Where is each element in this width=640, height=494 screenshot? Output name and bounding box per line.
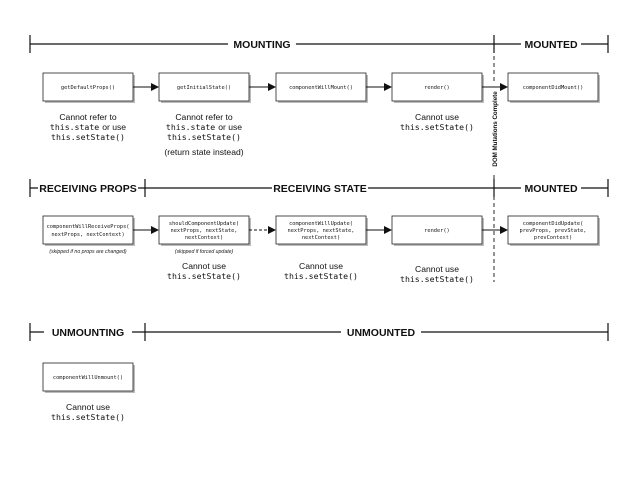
box-component-did-update	[507, 215, 599, 245]
box-component-will-mount-text: componentWillMount()	[289, 85, 353, 91]
box-cwun-text: componentWillUnmount()	[53, 375, 123, 381]
box-render-1-text: render()	[424, 85, 450, 91]
box-component-will-receive-props	[42, 215, 134, 245]
section-label-mounting: MOUNTING	[233, 39, 290, 51]
note-r1-0-line3: this.setState()	[51, 132, 125, 142]
box-component-did-mount	[507, 72, 599, 102]
row2-notes: (skipped if no props are changed) (skipp…	[49, 249, 474, 284]
section-label-unmounting: UNMOUNTING	[52, 327, 124, 339]
caption-cwrp: (skipped if no props are changed)	[49, 249, 127, 255]
note-r1-2-line1: Cannot use	[415, 112, 459, 122]
note-r1-2-line2: this.setState()	[400, 122, 474, 132]
box-component-will-mount	[275, 72, 367, 102]
box-scu-line2: nextProps, nextState,	[171, 228, 238, 234]
row2-boxes: componentWillReceiveProps( nextProps, ne…	[42, 215, 600, 246]
note-r2-2-line1: Cannot use	[415, 264, 459, 274]
section-label-receiving-props: RECEIVING PROPS	[39, 183, 136, 195]
box-cwrp-line1: componentWillReceiveProps(	[47, 224, 130, 230]
note-r2-1-line2: this.setState()	[284, 271, 358, 281]
box-cdu-line1: componentDidUpdate(	[523, 221, 584, 227]
box-cdu-line2: prevProps, prevState,	[520, 228, 587, 234]
note-r1-1-extra: (return state instead)	[164, 147, 243, 157]
box-render-1	[391, 72, 483, 102]
note-r2-1-line1: Cannot use	[299, 261, 343, 271]
note-r2-0-line1: Cannot use	[182, 261, 226, 271]
section-label-receiving-state: RECEIVING STATE	[273, 183, 367, 195]
box-cwu-line3: nextContext)	[302, 235, 340, 241]
timeline-mounting	[29, 35, 609, 53]
box-cwrp-line2: nextProps, nextContext)	[51, 232, 124, 238]
note-r3-0-line2: this.setState()	[51, 412, 125, 422]
box-component-will-update	[275, 215, 367, 245]
note-r2-2-line2: this.setState()	[400, 274, 474, 284]
row3-notes: Cannot use this.setState()	[51, 402, 125, 422]
box-cwu-line2: nextProps, nextState,	[288, 228, 355, 234]
box-cdu-line3: prevContext)	[534, 235, 572, 241]
box-render-2-text: render()	[424, 228, 450, 234]
note-r1-0-line1: Cannot refer to	[59, 112, 117, 122]
section-label-mounted: MOUNTED	[524, 39, 577, 51]
note-r2-0-line2: this.setState()	[167, 271, 241, 281]
row3-boxes: componentWillUnmount()	[42, 362, 135, 393]
box-scu-line3: nextContext)	[185, 235, 223, 241]
box-scu-line1: shouldComponentUpdate(	[169, 221, 239, 227]
box-get-default-props-text: getDefaultProps()	[61, 85, 115, 91]
row1-boxes: getDefaultProps() getInitialState() comp…	[42, 72, 600, 103]
box-should-component-update	[158, 215, 250, 245]
section-label-unmounted: UNMOUNTED	[347, 327, 416, 339]
box-cwu-line1: componentWillUpdate(	[289, 221, 353, 227]
section-label-mounted-2: MOUNTED	[524, 183, 577, 195]
note-r1-1-line1: Cannot refer to	[175, 112, 233, 122]
box-get-initial-state-text: getInitialState()	[177, 85, 231, 91]
dom-mutations-label: DOM Mutations Complete	[492, 91, 499, 167]
note-r1-1-line3: this.setState()	[167, 132, 241, 142]
box-component-will-unmount	[42, 362, 134, 392]
caption-scu: (skipped if forced update)	[175, 249, 234, 255]
note-r3-0-line1: Cannot use	[66, 402, 110, 412]
box-component-did-mount-text: componentDidMount()	[523, 85, 584, 91]
